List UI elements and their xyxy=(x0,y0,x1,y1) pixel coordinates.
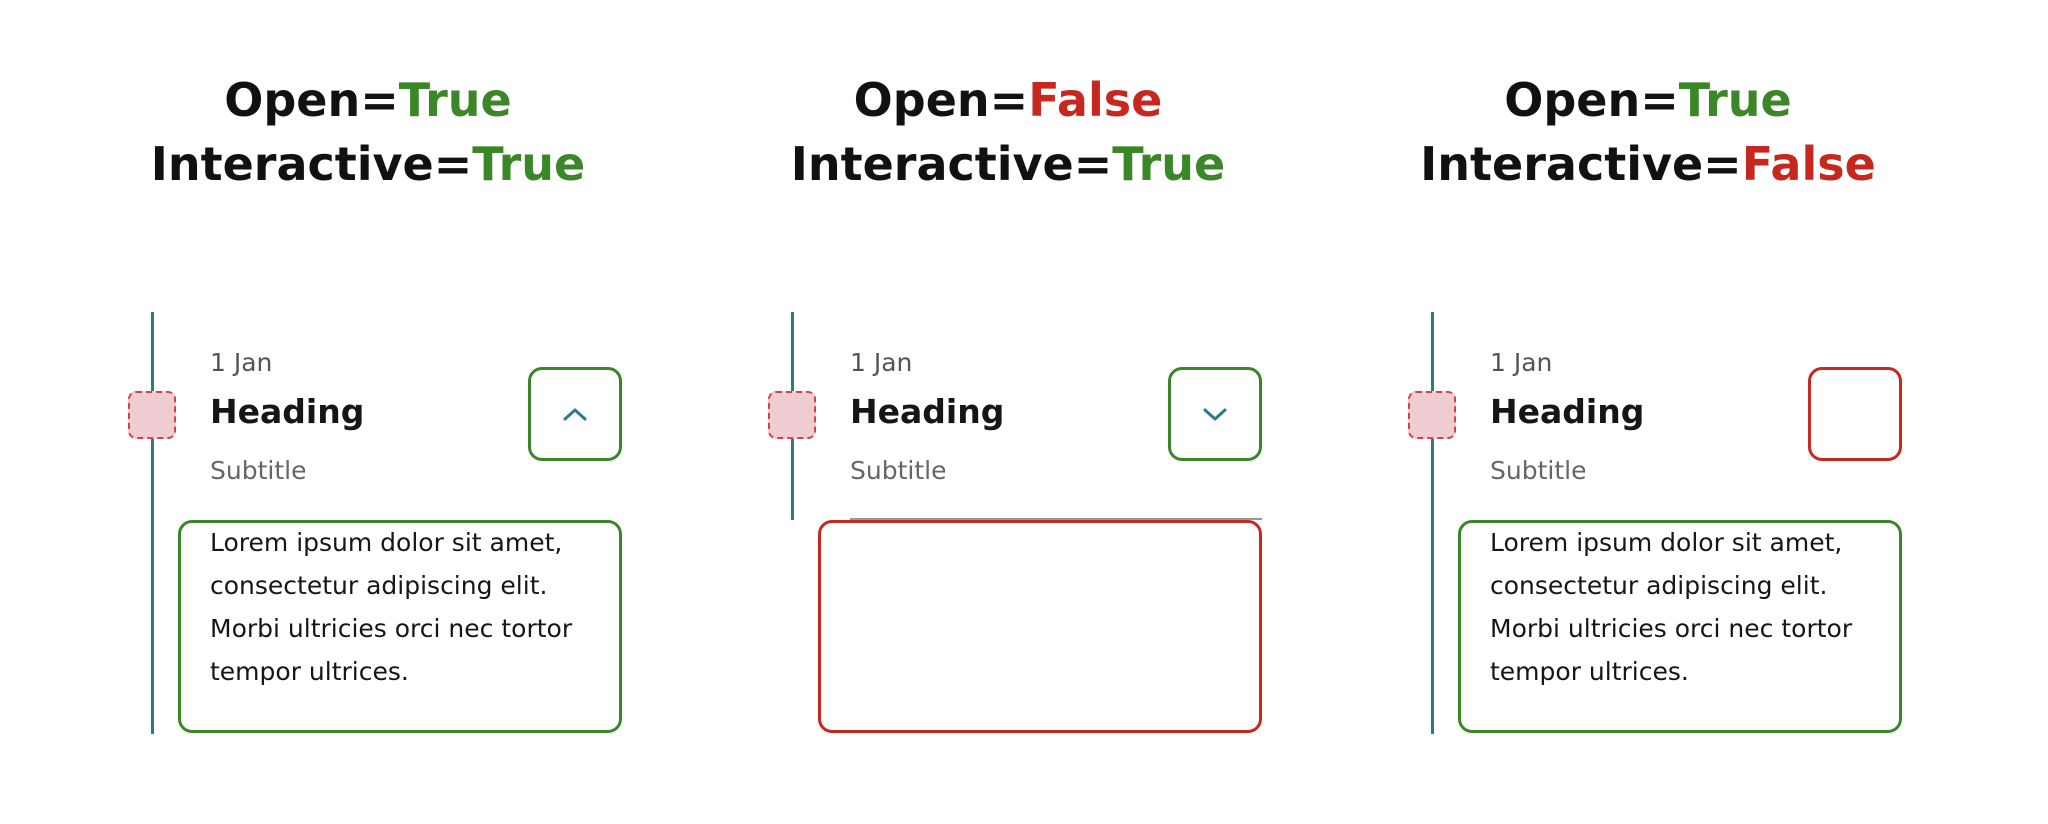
variant-title: Open=True Interactive=True xyxy=(48,68,688,196)
interactive-value: True xyxy=(1112,137,1226,191)
item-date: 1 Jan xyxy=(1490,348,1553,377)
interactive-key: Interactive= xyxy=(1420,137,1742,191)
timeline-marker xyxy=(1408,391,1456,439)
interactive-property: Interactive=True xyxy=(688,132,1328,196)
item-heading: Heading xyxy=(210,392,365,431)
timeline-marker xyxy=(128,391,176,439)
item-subtitle: Subtitle xyxy=(850,456,947,485)
interactive-value: True xyxy=(472,137,586,191)
open-value: True xyxy=(398,73,512,127)
item-body-box xyxy=(178,520,622,733)
item-body-box-empty xyxy=(818,520,1262,733)
variant-open-true-interactive-true: Open=True Interactive=True 1 Jan Heading… xyxy=(48,0,688,824)
open-key: Open= xyxy=(224,73,399,127)
item-subtitle: Subtitle xyxy=(1490,456,1587,485)
chevron-down-icon xyxy=(1203,408,1227,421)
open-key: Open= xyxy=(853,73,1029,127)
open-value: False xyxy=(1028,73,1163,127)
open-property: Open=True xyxy=(48,68,688,132)
variant-title: Open=False Interactive=True xyxy=(688,68,1328,196)
timeline-line xyxy=(151,312,154,734)
toggle-placeholder-empty xyxy=(1808,367,1902,461)
item-date: 1 Jan xyxy=(210,348,273,377)
variant-open-true-interactive-false: Open=True Interactive=False 1 Jan Headin… xyxy=(1328,0,1968,824)
open-value: True xyxy=(1678,73,1792,127)
item-heading: Heading xyxy=(1490,392,1645,431)
open-key: Open= xyxy=(1504,73,1679,127)
timeline-marker xyxy=(768,391,816,439)
item-body-text: Lorem ipsum dolor sit amet, consectetur … xyxy=(210,528,573,686)
expand-toggle-button[interactable] xyxy=(1168,367,1262,461)
open-property: Open=False xyxy=(688,68,1328,132)
interactive-key: Interactive= xyxy=(150,137,473,191)
variant-title: Open=True Interactive=False xyxy=(1328,68,1968,196)
item-body-text: Lorem ipsum dolor sit amet, consectetur … xyxy=(1490,528,1853,686)
interactive-property: Interactive=True xyxy=(48,132,688,196)
collapse-toggle-button[interactable] xyxy=(528,367,622,461)
open-property: Open=True xyxy=(1328,68,1968,132)
chevron-up-icon xyxy=(563,408,587,421)
item-date: 1 Jan xyxy=(850,348,913,377)
item-heading: Heading xyxy=(850,392,1005,431)
interactive-key: Interactive= xyxy=(790,137,1113,191)
timeline-line xyxy=(1431,312,1434,734)
item-divider xyxy=(850,518,1262,520)
variant-open-false-interactive-true: Open=False Interactive=True 1 Jan Headin… xyxy=(688,0,1328,824)
item-subtitle: Subtitle xyxy=(210,456,307,485)
interactive-value: False xyxy=(1741,137,1876,191)
interactive-property: Interactive=False xyxy=(1328,132,1968,196)
item-body-box xyxy=(1458,520,1902,733)
